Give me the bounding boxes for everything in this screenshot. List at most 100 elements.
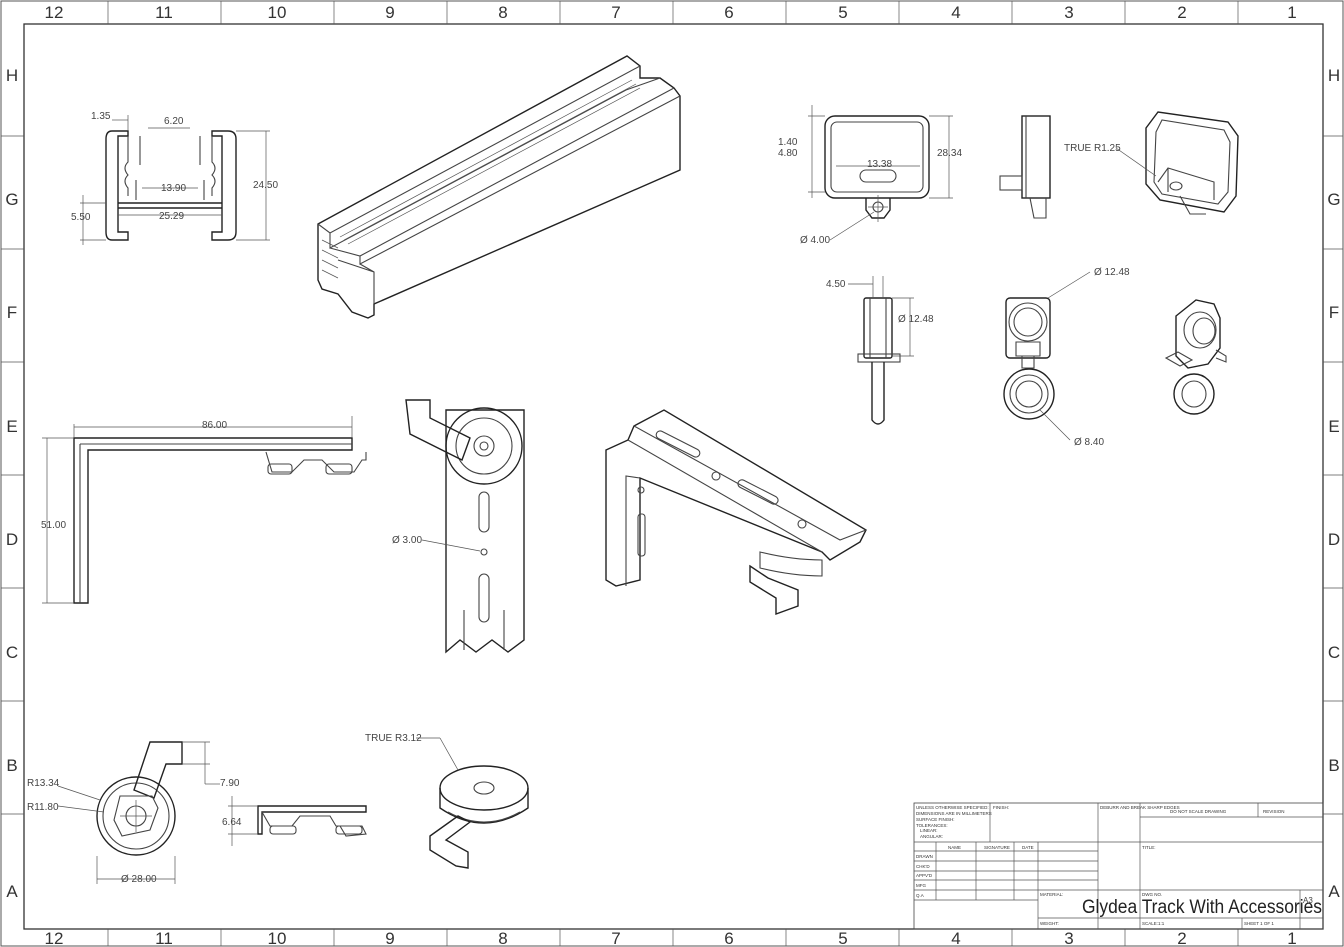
row-left-g: G [5,190,18,209]
dim-runner-6-64: 6.64 [222,817,242,828]
end-cap-isometric-view: TRUE R1.25 [1064,111,1239,215]
dim-cap-4-80: 4.80 [778,148,798,159]
row-labels-right: H G F E D C B A [1327,66,1340,901]
tb-row-drawn: DRAWN [916,854,933,859]
dim-runner-dia-28-00: Ø 28.00 [121,874,157,885]
dim-profile-6-20: 6.20 [164,116,184,127]
zone-labels-bottom: 12 11 10 9 8 7 6 5 4 3 2 1 [45,929,1297,947]
row-right-e: E [1328,417,1339,436]
tb-row-mfg: MFG [916,883,926,888]
bracket-side-view: 86.00 51.00 [41,416,367,604]
zone-top-2: 2 [1177,3,1186,22]
bracket-isometric-view [605,409,867,615]
tb-linear: LINEAR: [920,828,938,833]
row-left-a: A [6,882,18,901]
dim-bracket-86-00: 86.00 [202,420,227,431]
zone-bottom-7: 7 [611,929,620,947]
dim-profile-13-90: 13.90 [161,183,186,194]
zone-top-5: 5 [838,3,847,22]
tb-sheet: SHEET 1 OF 1 [1244,921,1274,926]
zone-top-3: 3 [1064,3,1073,22]
glider-side-view: 4.50 Ø 12.48 [826,276,934,425]
tb-weight: WEIGHT: [1040,921,1059,926]
dim-runner-r13-34: R13.34 [27,778,60,789]
zone-bottom-4: 4 [951,929,960,947]
dim-glider-dia-8-40: Ø 8.40 [1074,437,1104,448]
row-right-d: D [1328,530,1340,549]
row-right-g: G [1327,190,1340,209]
tb-col-date: DATE [1022,845,1034,850]
dim-cap-1-40: 1.40 [778,137,798,148]
zone-bottom-6: 6 [724,929,733,947]
tb-row-appvd: APPV'D [916,873,933,878]
drawing-frame [23,23,1324,930]
row-right-a: A [1328,882,1340,901]
runner-isometric-view: TRUE R3.12 [365,733,529,869]
drawing-title: Glydea Track With Accessories [1082,897,1322,918]
zone-top-4: 4 [951,3,960,22]
tb-col-signature: SIGNATURE [984,845,1010,850]
dim-clip-dia-3-00: Ø 3.00 [392,535,422,546]
zone-top-9: 9 [385,3,394,22]
zone-top-6: 6 [724,3,733,22]
tb-unless: UNLESS OTHERWISE SPECIFIED: [916,805,989,810]
tb-finish: FINISH: [993,805,1009,810]
row-left-b: B [6,756,17,775]
row-left-f: F [7,303,17,322]
zone-top-8: 8 [498,3,507,22]
dim-runner-r11-80: R11.80 [27,802,59,813]
dim-glider-dia-12-48-a: Ø 12.48 [898,314,934,325]
dim-runner-7-90: 7.90 [220,778,240,789]
dim-profile-25-29: 25.29 [159,211,184,222]
title-block: UNLESS OTHERWISE SPECIFIED: DIMENSIONS A… [913,802,1324,930]
tb-revision: REVISION [1263,809,1285,814]
zone-top-11: 11 [155,3,173,22]
dim-cap-28-34: 28.34 [937,148,962,159]
runner-top-view: 7.90 R13.34 R11.80 Ø 28.00 [27,741,240,885]
tb-do-not-scale: DO NOT SCALE DRAWING [1170,809,1227,814]
dim-cap-13-38: 13.38 [867,159,892,170]
zone-bottom-10: 10 [268,929,287,947]
tb-angular: ANGULAR: [920,834,943,839]
dim-glider-4-50: 4.50 [826,279,846,290]
zone-bottom-9: 9 [385,929,394,947]
glider-isometric-view [1164,299,1227,415]
tb-dims-in: DIMENSIONS ARE IN MILLIMETERS [916,811,992,816]
end-cap-front-view: 1.40 4.80 13.38 28.34 Ø 4.00 [778,105,962,246]
zone-labels-top: 12 11 10 9 8 7 6 5 4 3 2 1 [45,3,1297,22]
zone-bottom-1: 1 [1287,929,1296,947]
dim-bracket-51-00: 51.00 [41,520,66,531]
dim-runner-true-r3-12: TRUE R3.12 [365,733,422,744]
row-left-h: H [6,66,18,85]
row-labels-left: H G F E D C B A [5,66,18,901]
zone-bottom-5: 5 [838,929,847,947]
row-right-h: H [1328,66,1340,85]
tb-surface: SURFACE FINISH: [916,817,955,822]
dim-cap-dia-4-00: Ø 4.00 [800,235,830,246]
clip-front-view: Ø 3.00 [392,399,525,654]
dim-glider-dia-12-48-b: Ø 12.48 [1094,267,1130,278]
row-left-c: C [6,643,18,662]
dim-profile-1-35: 1.35 [91,111,111,122]
tb-dwg-no: DWG NO. [1142,892,1162,897]
row-right-f: F [1329,303,1339,322]
tb-row-qa: Q.A [916,893,924,898]
zone-top-7: 7 [611,3,620,22]
row-left-e: E [6,417,17,436]
zone-top-12: 12 [45,3,64,22]
tb-title-label: TITLE: [1142,845,1156,850]
runner-side-view: 6.64 [222,796,367,846]
end-cap-side-view [999,115,1051,219]
tb-size: A3 [1303,896,1313,905]
tb-scale: SCALE:1:1 [1142,921,1165,926]
tb-col-name: NAME [948,845,961,850]
dim-cap-true-r1-25: TRUE R1.25 [1064,143,1121,154]
tb-row-chkd: CHK'D [916,864,930,869]
zone-bottom-11: 11 [155,929,173,947]
row-right-c: C [1328,643,1340,662]
track-isometric-view [317,55,681,319]
row-right-b: B [1328,756,1339,775]
